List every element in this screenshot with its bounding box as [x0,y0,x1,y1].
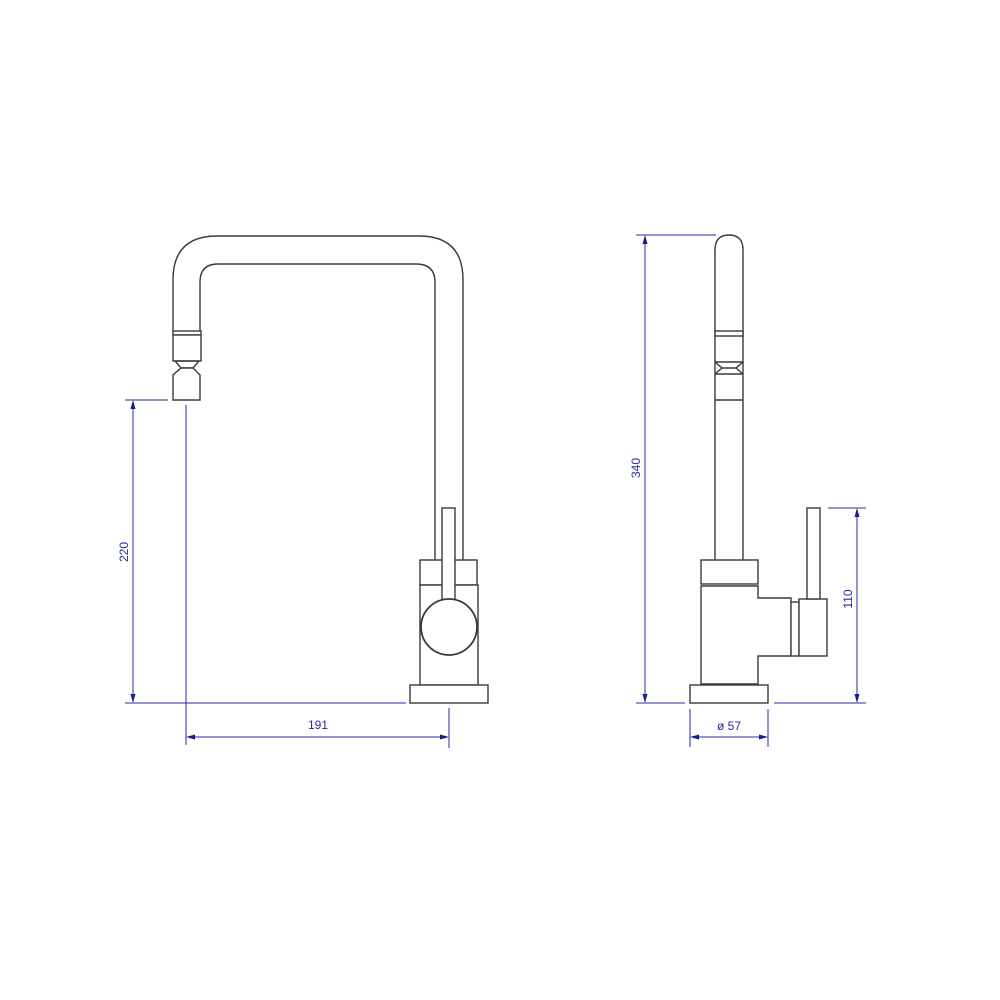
spout-inner [199,263,436,565]
spout-outer [172,235,464,565]
front-dimensions: 220 191 [117,399,450,748]
side-boss [790,601,800,657]
side-aerator-ring [714,330,744,337]
side-base [689,684,769,704]
dimension-total-height: 340 [629,458,643,478]
side-collar [700,559,759,585]
aerator-lower [172,367,201,401]
base [409,684,489,704]
dimension-base-diameter: ø 57 [717,719,741,733]
side-lever [806,507,821,600]
front-view [172,235,489,704]
side-dimensions: 340 110 ø 57 [629,234,866,747]
side-body [700,585,792,685]
lever [441,507,456,604]
side-spout [714,234,744,560]
aerator-neck [173,360,201,369]
aerator-upper [172,334,202,362]
lever-knob [420,598,478,656]
dimension-spout-height: 220 [117,542,131,562]
side-knob [798,598,828,657]
side-view [689,234,828,704]
dimension-lever-height: 110 [841,589,855,608]
dimension-spout-reach: 191 [308,718,328,732]
